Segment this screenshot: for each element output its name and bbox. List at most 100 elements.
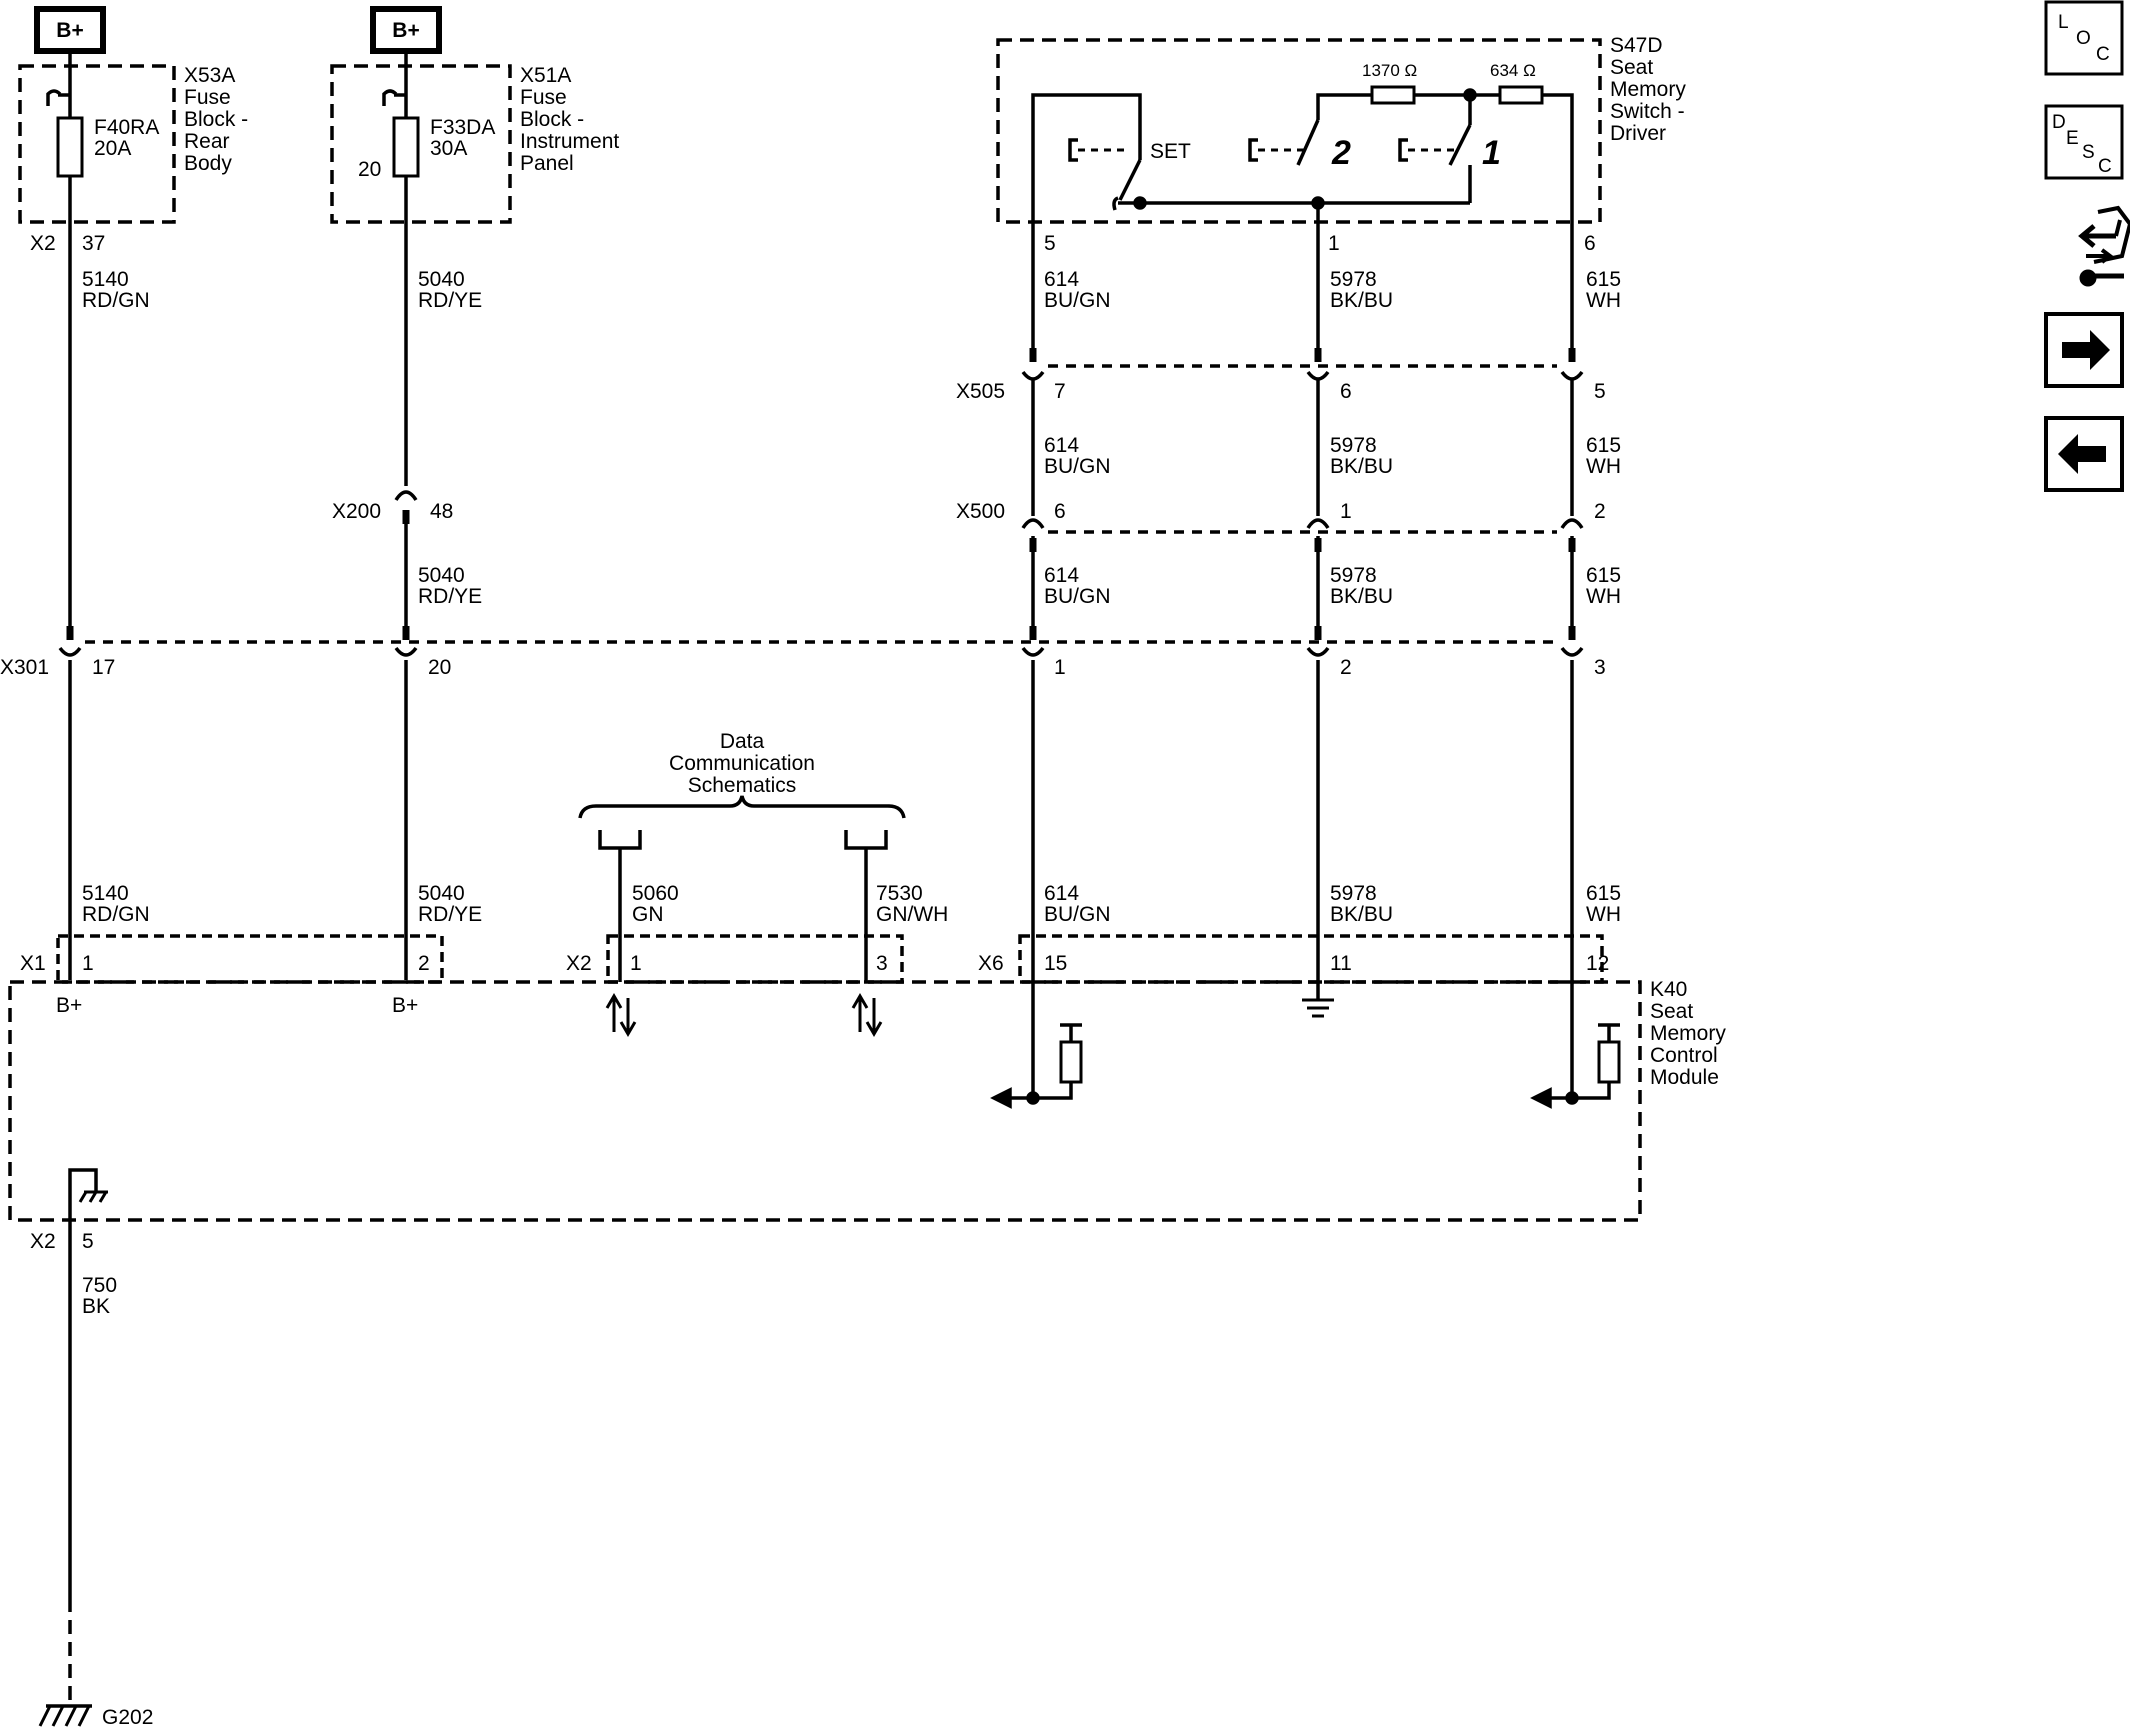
- connector-x200-pin: 48: [430, 500, 453, 523]
- module-connector-x2-pin1: 1: [630, 952, 642, 975]
- description-button[interactable]: D E S C: [2044, 104, 2124, 180]
- wire-5040-color: RD/YE: [418, 289, 482, 312]
- wire-615-color: WH: [1586, 289, 1621, 312]
- module-l3: Control: [1650, 1044, 1718, 1067]
- module-connector-x6-pin15: 15: [1044, 952, 1067, 975]
- power-label: B+: [56, 19, 83, 42]
- connector-x200-id: X200: [332, 500, 381, 523]
- module-b-plus-label: B+: [56, 994, 82, 1017]
- wire-5060-circuit: 5060: [632, 882, 679, 905]
- data-comm-brace: [578, 795, 906, 819]
- wire-5978-color: BK/BU: [1330, 289, 1393, 312]
- wire-614-color: BU/GN: [1044, 289, 1111, 312]
- connector-x505: [1021, 348, 1584, 381]
- set-switch-label: SET: [1150, 140, 1191, 163]
- connector-x500-pin-5978: 1: [1340, 500, 1352, 523]
- module-connector-x6-pin11: 11: [1330, 952, 1352, 975]
- data-comm-title-l2: Communication: [669, 752, 815, 775]
- signal-ground-icon: [1302, 998, 1334, 1018]
- module-connector-x6-pin12: 12: [1586, 952, 1609, 975]
- pull-up-resistor-614: [990, 1023, 1083, 1109]
- wire-615-color: WH: [1586, 455, 1621, 478]
- switch-module-l4: Driver: [1610, 122, 1666, 145]
- fuse-block-ip-l2: Block -: [520, 108, 584, 131]
- wire-5140-color: RD/GN: [82, 289, 150, 312]
- connector-x500-id: X500: [956, 500, 1005, 523]
- module-outline: [8, 980, 1642, 1222]
- module-l4: Module: [1650, 1066, 1719, 1089]
- fuse-f33da-rating: 30A: [430, 137, 467, 160]
- fuse-block-rear-id: X53A: [184, 64, 235, 87]
- wire-615-circuit: 615: [1586, 434, 1621, 457]
- desc-letter-e: E: [2066, 128, 2079, 149]
- ground-g202-icon: [38, 1704, 92, 1727]
- fuse-f33da: [382, 60, 420, 222]
- pull-up-resistor-615: [1530, 1023, 1621, 1109]
- wire-5978-circuit: 5978: [1330, 268, 1377, 291]
- connector-x301-pin-5978: 2: [1340, 656, 1352, 679]
- fuse-block-rear-l2: Block -: [184, 108, 248, 131]
- switch-pin-6: 6: [1584, 232, 1596, 255]
- wire-5978-color: BK/BU: [1330, 903, 1393, 926]
- wire-5140-circuit: 5140: [82, 882, 129, 905]
- fuse-block-ip-l4: Panel: [520, 152, 574, 175]
- wire-750-color: BK: [82, 1295, 110, 1318]
- back-arrow-icon[interactable]: [2044, 416, 2124, 492]
- desc-letter-s: S: [2082, 142, 2095, 163]
- seat-memory-switch-outline: [996, 38, 1602, 224]
- desc-letter-c: C: [2098, 156, 2112, 177]
- power-label: B+: [392, 19, 419, 42]
- fuse-rear-pin: 37: [82, 232, 105, 255]
- power-source-rear: [34, 6, 106, 60]
- wire-5978-color: BK/BU: [1330, 455, 1393, 478]
- connector-icon[interactable]: [2078, 205, 2130, 287]
- loc-letter-l: L: [2058, 12, 2069, 33]
- module-l2: Memory: [1650, 1022, 1726, 1045]
- connector-x6-outline: [1018, 934, 1604, 984]
- connector-x301-pin-5040: 20: [428, 656, 451, 679]
- wire-615-color: WH: [1586, 903, 1621, 926]
- wire-5978-circuit: 5978: [1330, 434, 1377, 457]
- fuse-f40ra-rating: 20A: [94, 137, 131, 160]
- connector-x301: [58, 626, 1584, 657]
- connector-x301-id: X301: [0, 656, 49, 679]
- data-comm-7530: [844, 830, 888, 982]
- connector-x2-outline: [606, 934, 904, 984]
- fuse-block-ip-l3: Instrument: [520, 130, 619, 153]
- connector-x505-pin-615: 5: [1594, 380, 1606, 403]
- connector-x500-pin-615: 2: [1594, 500, 1606, 523]
- bidirectional-arrow-icon: [851, 993, 883, 1037]
- location-button[interactable]: L O C: [2044, 0, 2124, 76]
- wire-614-circuit: 614: [1044, 434, 1079, 457]
- fuse-rear-connector: X2: [30, 232, 56, 255]
- next-arrow-icon[interactable]: [2044, 312, 2124, 388]
- module-connector-x2-pin3: 3: [876, 952, 888, 975]
- switch-module-l3: Switch -: [1610, 100, 1685, 123]
- wire-615-circuit: 615: [1586, 564, 1621, 587]
- module-connector-x1-pin1: 1: [82, 952, 94, 975]
- module-ground-connector-id: X2: [30, 1230, 56, 1253]
- wire-7530-circuit: 7530: [876, 882, 923, 905]
- data-comm-title-l1: Data: [720, 730, 765, 753]
- connector-x505-pin-614: 7: [1054, 380, 1066, 403]
- data-comm-title-l3: Schematics: [688, 774, 797, 797]
- fuse-f33da-id: F33DA: [430, 116, 495, 139]
- fuse-block-ip-id: X51A: [520, 64, 571, 87]
- wire-5060-color: GN: [632, 903, 664, 926]
- wire-5978-circuit: 5978: [1330, 882, 1377, 905]
- loc-letter-c: C: [2096, 44, 2110, 65]
- wire-5978-color: BK/BU: [1330, 585, 1393, 608]
- switch-pin-1: 1: [1328, 232, 1340, 255]
- fuse-f40ra: [46, 60, 84, 222]
- memory-button-2-label: 2: [1331, 134, 1351, 172]
- fuse-block-rear-l4: Body: [184, 152, 232, 175]
- connector-x200: [394, 490, 418, 524]
- switch-module-l2: Memory: [1610, 78, 1686, 101]
- connector-x505-pin-5978: 6: [1340, 380, 1352, 403]
- module-connector-x1-pin2: 2: [418, 952, 430, 975]
- memory-button-1-label: 1: [1482, 134, 1501, 172]
- wire-614-color: BU/GN: [1044, 455, 1111, 478]
- module-connector-x1-id: X1: [20, 952, 46, 975]
- module-l1: Seat: [1650, 1000, 1693, 1023]
